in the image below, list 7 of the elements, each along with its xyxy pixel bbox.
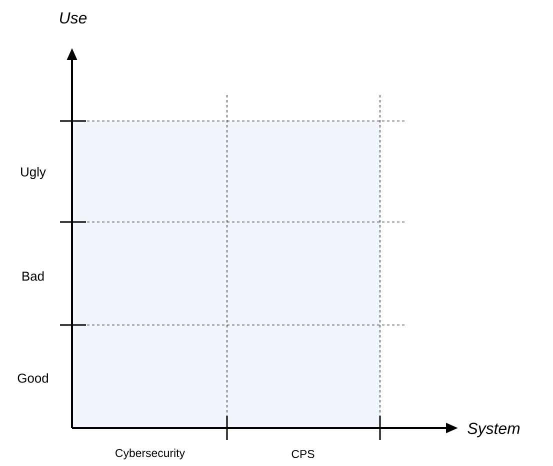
axis-title: System [468, 422, 520, 438]
tick-label: Good [18, 373, 48, 383]
tick-label: Bad [22, 271, 44, 281]
tick-label: CPS [292, 450, 314, 458]
tick-label: Ugly [21, 166, 46, 180]
axis-title: Use [60, 12, 87, 24]
tick-label: Cybersecurity [116, 448, 185, 460]
